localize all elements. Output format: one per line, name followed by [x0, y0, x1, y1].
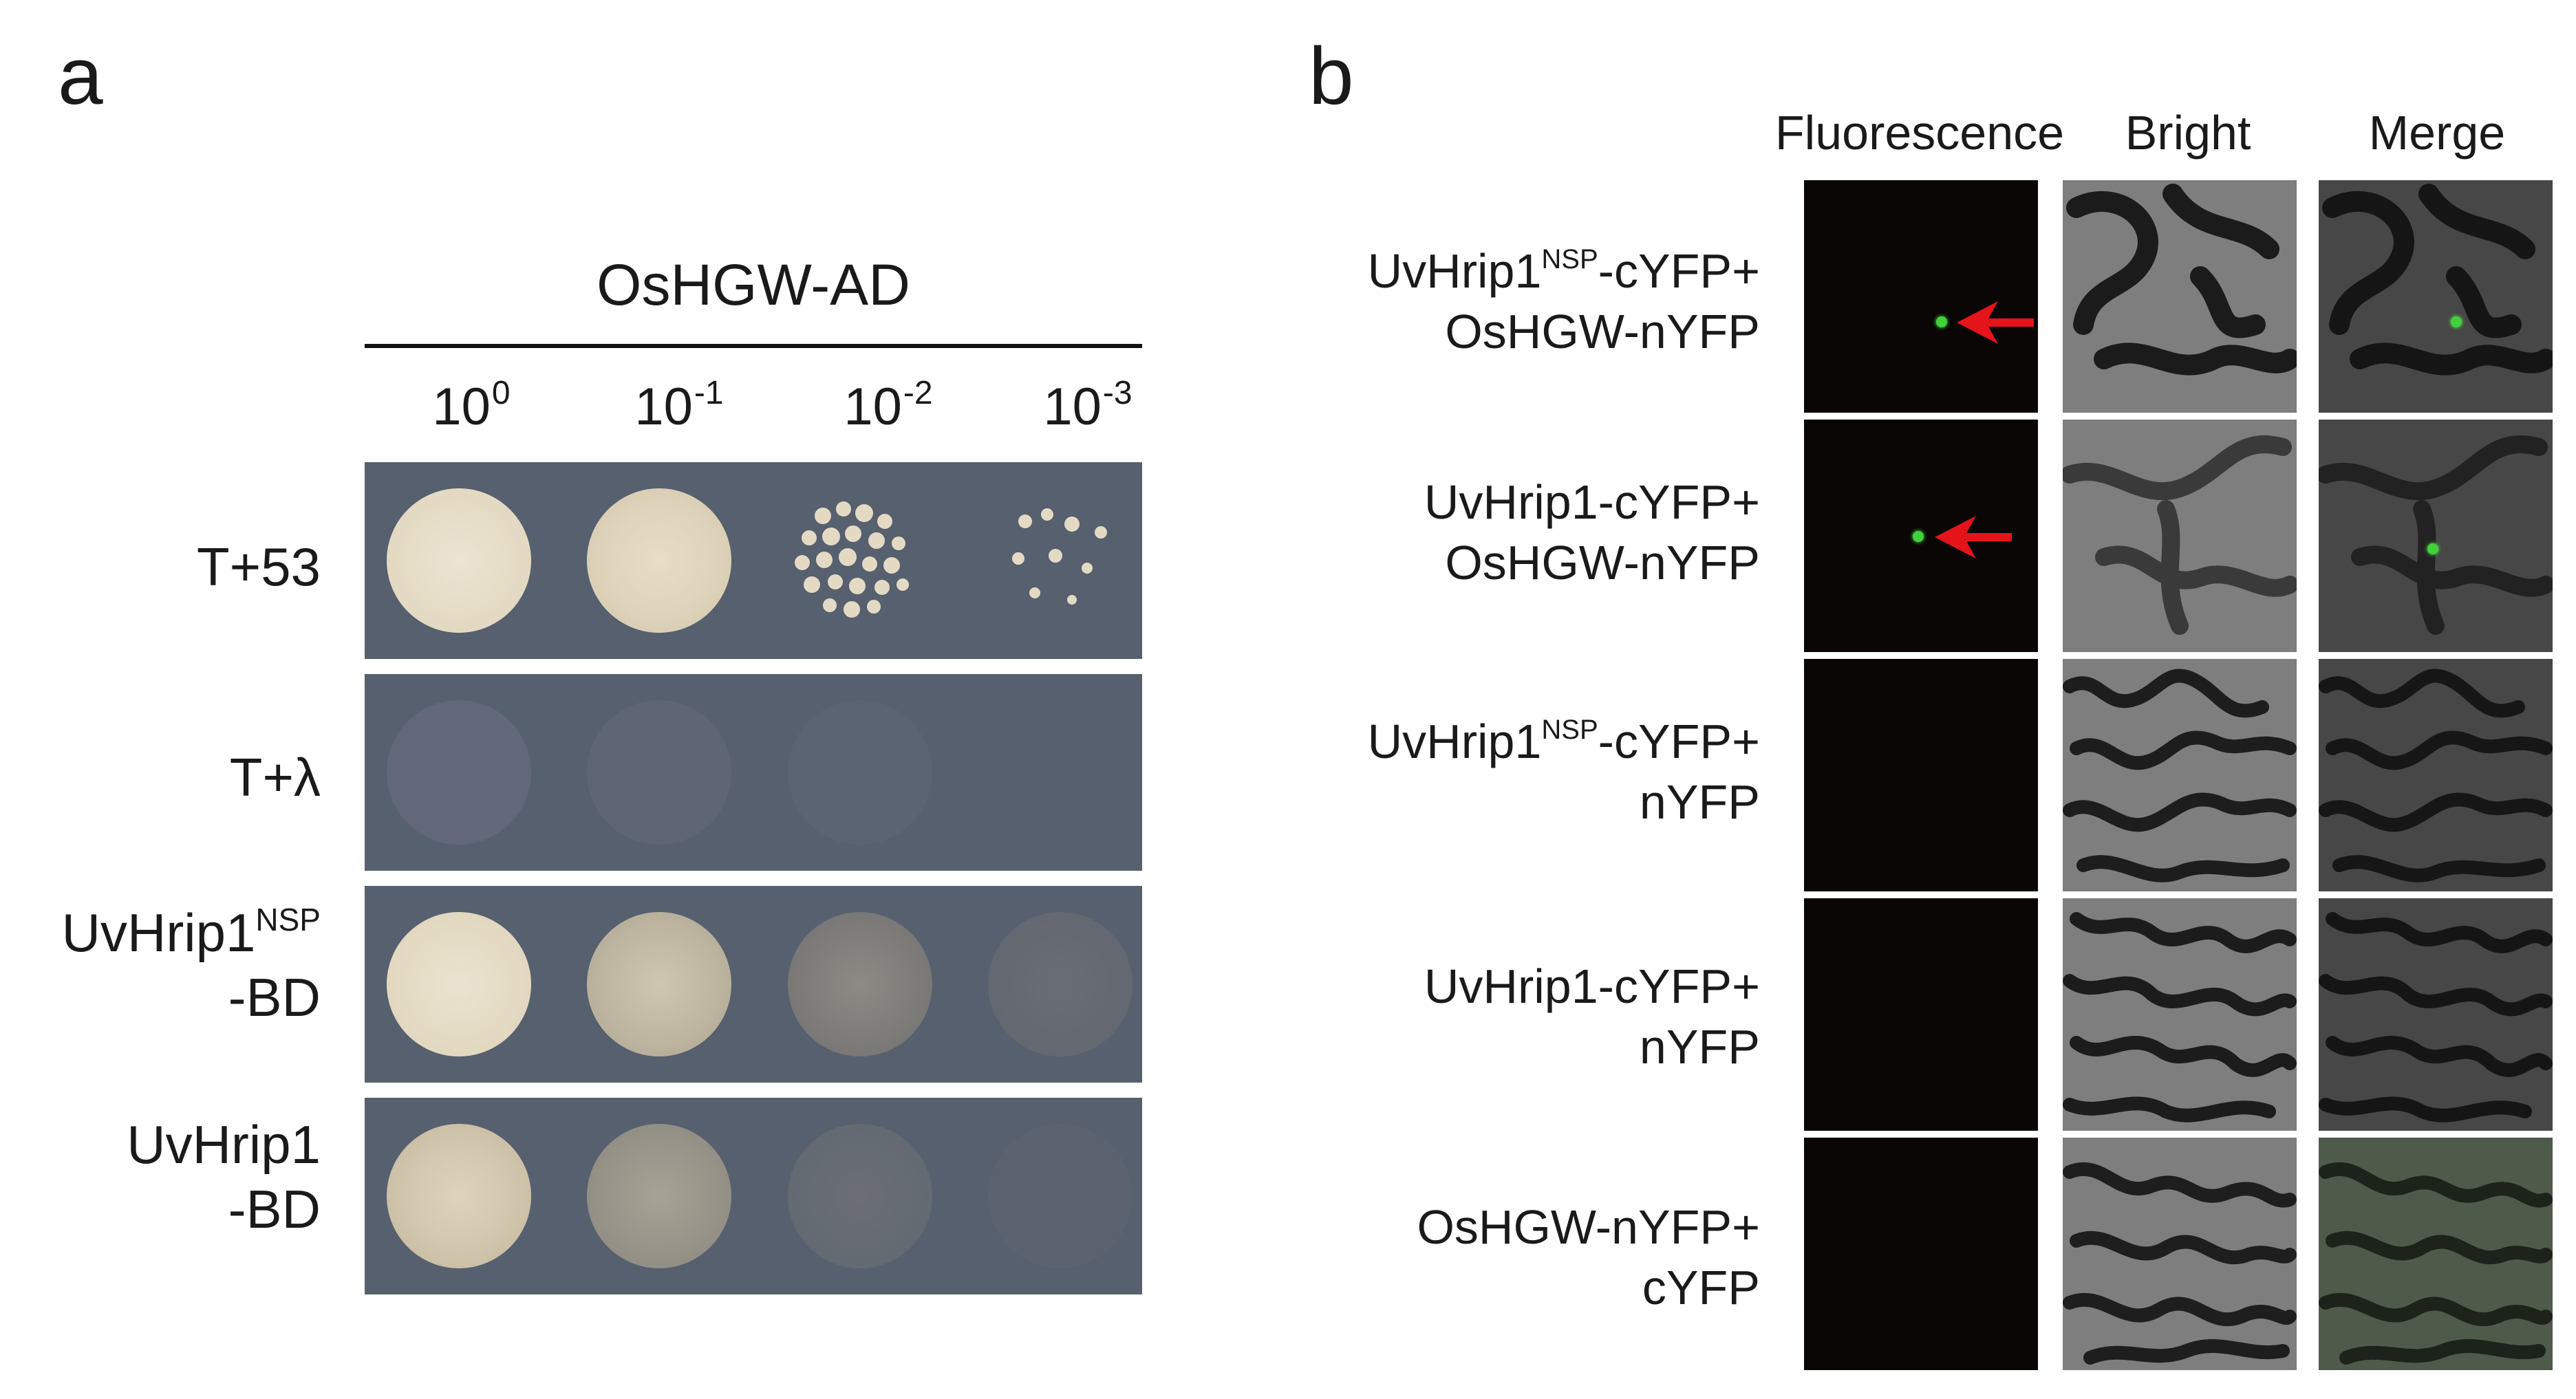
colony-spot	[988, 1124, 1133, 1268]
column-header-bright: Bright	[2125, 106, 2251, 160]
row-label-t53: T+53	[197, 536, 321, 597]
dilution-label-1: 10-1	[634, 375, 724, 436]
bifc-signal-dot	[1936, 316, 1947, 327]
epidermal-cells-pattern	[2319, 669, 2553, 882]
row-label-uvhrip1-nsp-bd: UvHrip1NSP-BD	[61, 902, 321, 1028]
column-header-merge: Merge	[2368, 106, 2506, 160]
colony-spot	[387, 1124, 531, 1268]
ad-construct-header: OsHGW-AD	[597, 252, 910, 317]
colony-spot	[587, 912, 731, 1056]
fluorescence-image	[1804, 180, 2038, 413]
colony-spot	[788, 912, 932, 1056]
colony-spot-sparse	[1012, 508, 1107, 605]
merge-image	[2319, 659, 2553, 891]
bifc-signal-dot	[2427, 543, 2438, 554]
bright-field-image	[2063, 180, 2297, 413]
bright-field-image	[2063, 1138, 2297, 1370]
row-label-nsp-cyfp-nyfp: UvHrip1NSP-cYFP+nYFP	[1367, 715, 1760, 829]
colony-spot	[788, 1124, 932, 1268]
epidermal-cells-pattern	[2066, 184, 2297, 376]
bright-field-image	[2063, 898, 2297, 1131]
merge-image	[2319, 898, 2553, 1131]
dilution-label-2: 10-2	[844, 375, 933, 436]
fluorescence-image	[1804, 420, 2038, 652]
merge-image	[2319, 1138, 2553, 1370]
header-rule	[365, 344, 1142, 348]
epidermal-cells-pattern	[2322, 184, 2553, 376]
plate-row-uvhrip1-bd	[365, 1098, 1142, 1294]
row-label-oshgw-nyfp-cyfp: OsHGW-nYFP+cYFP	[1417, 1200, 1760, 1315]
row-label-t-lambda: T+λ	[229, 747, 321, 807]
colony-spot	[587, 700, 731, 845]
colony-spot	[988, 912, 1133, 1056]
fluorescence-image	[1804, 898, 2038, 1131]
plate-row-uvhrip1-nsp-bd	[365, 886, 1142, 1083]
fluorescence-image	[1804, 659, 2038, 891]
column-header-fluorescence: Fluorescence	[1774, 106, 2065, 160]
row-label-nsp-cyfp-oshgw-nyfp: UvHrip1NSP-cYFP+OsHGW-nYFP	[1367, 244, 1760, 359]
row-label-cyfp-oshgw-nyfp: UvHrip1-cYFP+OsHGW-nYFP	[1424, 475, 1760, 590]
bright-field-image	[2063, 420, 2297, 652]
colony-spot	[387, 912, 531, 1056]
colony-spot	[387, 700, 531, 845]
bifc-signal-dot	[1913, 531, 1924, 542]
fluorescence-image	[1804, 1138, 2038, 1370]
epidermal-cells-pattern	[2319, 435, 2553, 635]
bright-field-image	[2063, 659, 2297, 891]
epidermal-cells-pattern	[2319, 912, 2553, 1123]
merge-image	[2319, 180, 2553, 413]
row-label-cyfp-nyfp: UvHrip1-cYFP+nYFP	[1424, 959, 1760, 1074]
epidermal-cells-pattern	[2063, 669, 2297, 882]
plate-row-t53	[365, 462, 1142, 659]
colony-spot	[788, 700, 932, 845]
colony-spot	[587, 488, 731, 633]
epidermal-cells-pattern	[2063, 435, 2297, 635]
merge-image	[2319, 420, 2553, 652]
red-arrow-icon	[1957, 301, 2034, 344]
colony-spot	[387, 488, 531, 633]
row-label-uvhrip1-bd: UvHrip1-BD	[127, 1114, 321, 1239]
dilution-label-3: 10-3	[1043, 375, 1133, 436]
colony-spot	[587, 1124, 731, 1268]
colony-spot-sparse	[795, 501, 909, 618]
red-arrow-icon	[1935, 516, 2012, 558]
plate-row-t-lambda	[365, 674, 1142, 871]
epidermal-cells-pattern	[2319, 1162, 2553, 1365]
bifc-signal-dot	[2451, 316, 2462, 327]
epidermal-cells-pattern	[2063, 912, 2297, 1123]
dilution-label-0: 100	[432, 375, 511, 436]
epidermal-cells-pattern	[2063, 1162, 2297, 1365]
panel-b-letter: b	[1309, 31, 1354, 122]
panel-a-letter: a	[58, 31, 103, 122]
